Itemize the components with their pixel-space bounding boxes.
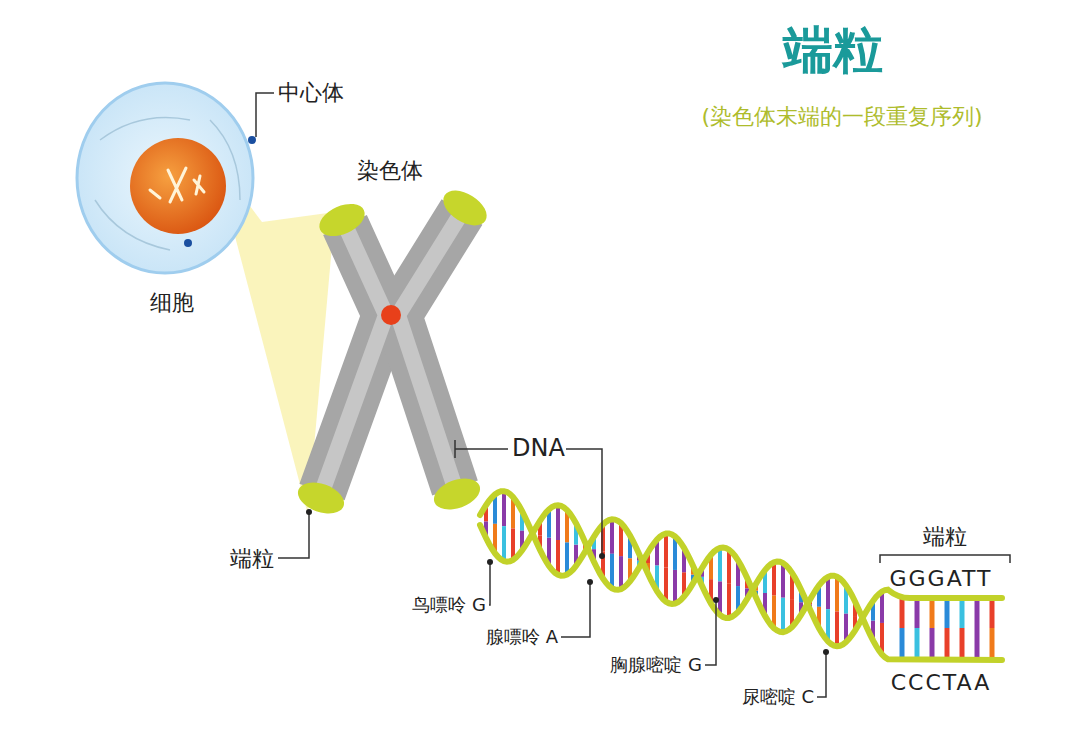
- part-label: 染色体: [357, 158, 423, 184]
- telomere-base: [975, 598, 980, 628]
- telomere-base: [930, 628, 935, 658]
- part-label: 细胞: [150, 290, 194, 316]
- chromosome: [294, 183, 493, 519]
- subtitle: (染色体末端的一段重复序列): [701, 104, 982, 130]
- bracket-label: 端粒: [923, 524, 967, 550]
- centrosome-dot: [184, 239, 192, 247]
- telomere-base: [945, 628, 950, 658]
- part-label: DNA: [512, 434, 565, 463]
- nucleus-chromosomes: [150, 168, 204, 202]
- dna-helix: [480, 491, 1002, 660]
- base-pair: [556, 540, 560, 575]
- telomere-base: [945, 598, 950, 628]
- base-pair: [502, 491, 506, 526]
- telomere-base: [930, 598, 935, 628]
- telomere-base: [960, 598, 965, 628]
- base-label: 腺嘌呤 A: [486, 626, 558, 648]
- base-pair: [826, 577, 830, 609]
- base-pair: [835, 611, 839, 646]
- cell-fibers: [95, 118, 240, 251]
- base-label: 胸腺嘧啶 G: [610, 654, 702, 676]
- nucleus: [130, 138, 226, 234]
- centrosome-dot: [248, 136, 256, 144]
- dna-strand: [480, 491, 1002, 660]
- telomere-base: [975, 628, 980, 658]
- base-pair: [619, 556, 623, 589]
- base-label: 鸟嘌呤 G: [412, 594, 486, 616]
- telomere-base: [990, 628, 995, 658]
- base-label: 尿嘧啶 C: [742, 686, 814, 708]
- telomere-base: [900, 628, 905, 658]
- leader-dots: [306, 509, 829, 655]
- part-label: 中心体: [278, 80, 344, 106]
- leader-lines: [256, 93, 1010, 697]
- telomere-base: [990, 598, 995, 628]
- part-label: 端粒: [230, 546, 274, 572]
- cell-body: [77, 83, 253, 273]
- base-pair: [673, 570, 677, 604]
- dna-strand: [480, 505, 1002, 646]
- base-pair: [565, 542, 569, 574]
- telomere-base: [960, 628, 965, 658]
- base-pair: [610, 554, 614, 588]
- base-pair: [781, 563, 785, 597]
- title: 端粒: [783, 20, 883, 80]
- sequence-label: GGGATT: [890, 566, 993, 592]
- base-pair: [610, 519, 614, 553]
- telomere-base: [915, 628, 920, 658]
- base-pair: [772, 562, 776, 595]
- telomere-base: [915, 598, 920, 628]
- base-pair: [718, 548, 722, 582]
- base-pair: [781, 598, 785, 632]
- base-pair: [664, 534, 668, 568]
- base-pair: [556, 505, 560, 540]
- base-pair: [727, 584, 731, 618]
- base-pair: [835, 577, 839, 612]
- telomere-base: [900, 598, 905, 628]
- base-pair: [502, 526, 506, 561]
- sequence-label: CCCTAA: [891, 670, 992, 696]
